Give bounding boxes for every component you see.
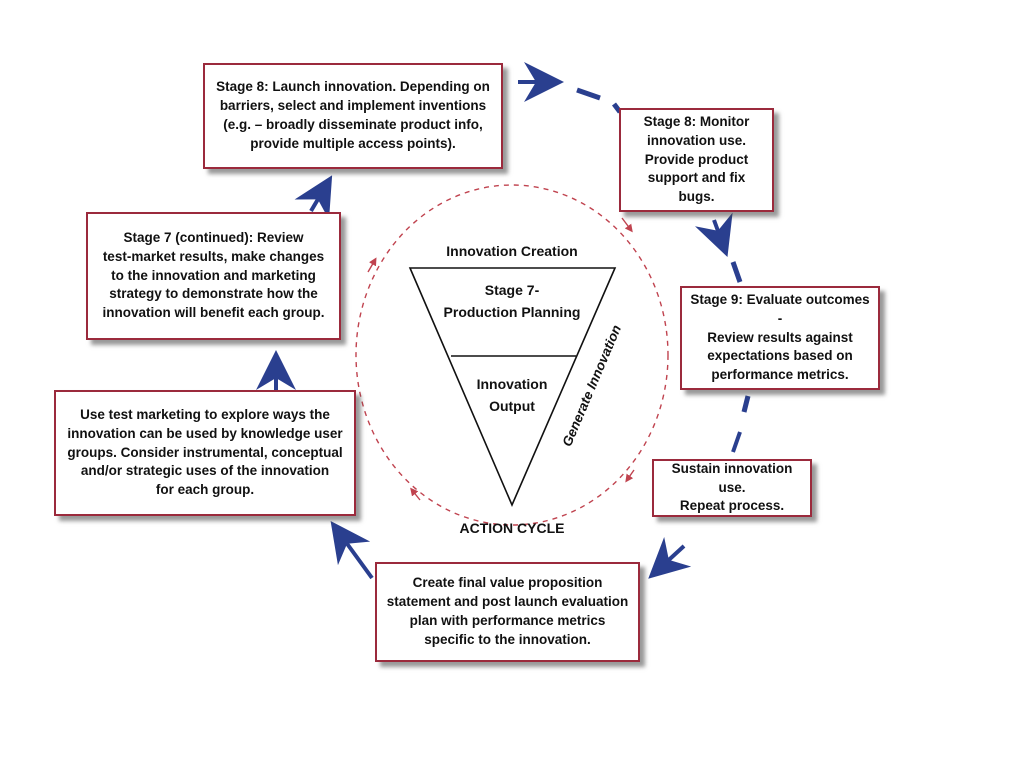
cycle-arrow-left (367, 257, 377, 273)
test-marketing-box: Use test marketing to explore ways the i… (54, 390, 356, 516)
production-planning-label: Stage 7- Production Planning (443, 282, 581, 321)
launch-innovation-box: Stage 8: Launch innovation. Depending on… (203, 63, 503, 169)
monitor-innovation-box: Stage 8: Monitor innovation use. Provide… (619, 108, 774, 212)
cycle-arrow-bottom-left (410, 487, 421, 501)
value-proposition-box: Create final value proposition statement… (375, 562, 640, 662)
action-cycle-label: ACTION CYCLE (459, 520, 565, 536)
innovation-triangle (408, 267, 617, 508)
innovation-output-label: Innovation Output (476, 376, 548, 415)
arrow-launch-to-monitor-dash1 (576, 87, 601, 101)
sustain-innovation-box: Sustain innovation use. Repeat process. (652, 459, 812, 517)
evaluate-outcomes-box: Stage 9: Evaluate outcomes - Review resu… (680, 286, 880, 390)
arrow-monitor-to-evaluate (695, 212, 733, 258)
arrow-valueprop-to-testmarketing (330, 521, 374, 580)
innovation-creation-label: Innovation Creation (446, 243, 578, 259)
cycle-arrow-bottom-right (625, 469, 635, 483)
stage7-continued-box: Stage 7 (continued): Review test-market … (86, 212, 341, 340)
arrow-evaluate-to-sustain (731, 431, 742, 453)
arrow-stage7-to-launch (294, 175, 333, 220)
cycle-arrow-top-right (621, 217, 633, 233)
arrow-monitor-to-evaluate-dash (730, 261, 743, 283)
arrow-evaluate-to-sustain-dash (741, 395, 751, 413)
arrow-sustain-to-valueprop (648, 537, 692, 579)
action-cycle-ellipse (355, 184, 669, 526)
